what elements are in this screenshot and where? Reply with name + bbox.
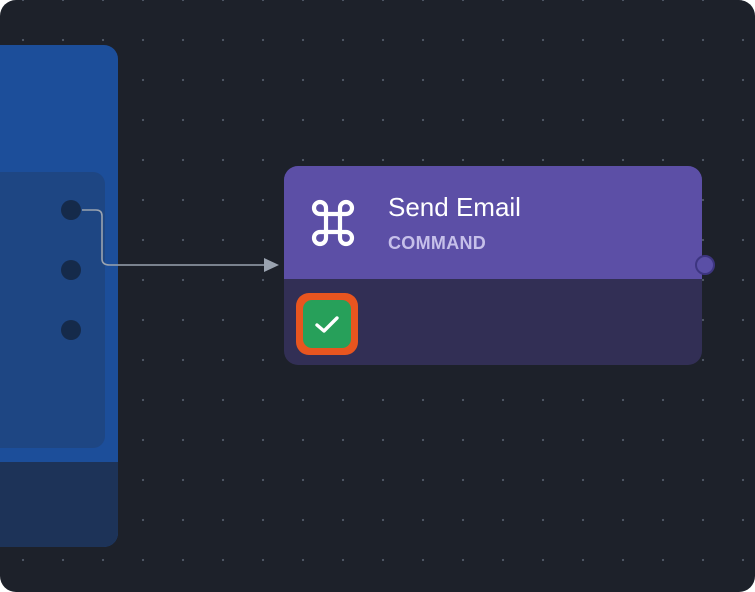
- arrow-head-icon: [264, 258, 279, 272]
- success-status[interactable]: [303, 300, 351, 348]
- command-icon: [311, 199, 355, 247]
- check-icon: [315, 316, 339, 333]
- command-output-port[interactable]: [695, 255, 715, 275]
- source-node[interactable]: [0, 45, 118, 547]
- source-node-panel: [0, 172, 105, 544]
- node-title: Send Email: [388, 192, 521, 222]
- source-output-port[interactable]: [61, 200, 81, 220]
- command-node-header[interactable]: Send Email COMMAND: [284, 166, 702, 279]
- source-output-port[interactable]: [61, 320, 81, 340]
- node-type-label: COMMAND: [388, 233, 487, 253]
- source-node-footer: [0, 462, 118, 547]
- status-badge[interactable]: [296, 293, 358, 355]
- source-output-port[interactable]: [61, 260, 81, 280]
- command-node[interactable]: Send Email COMMAND: [284, 166, 702, 365]
